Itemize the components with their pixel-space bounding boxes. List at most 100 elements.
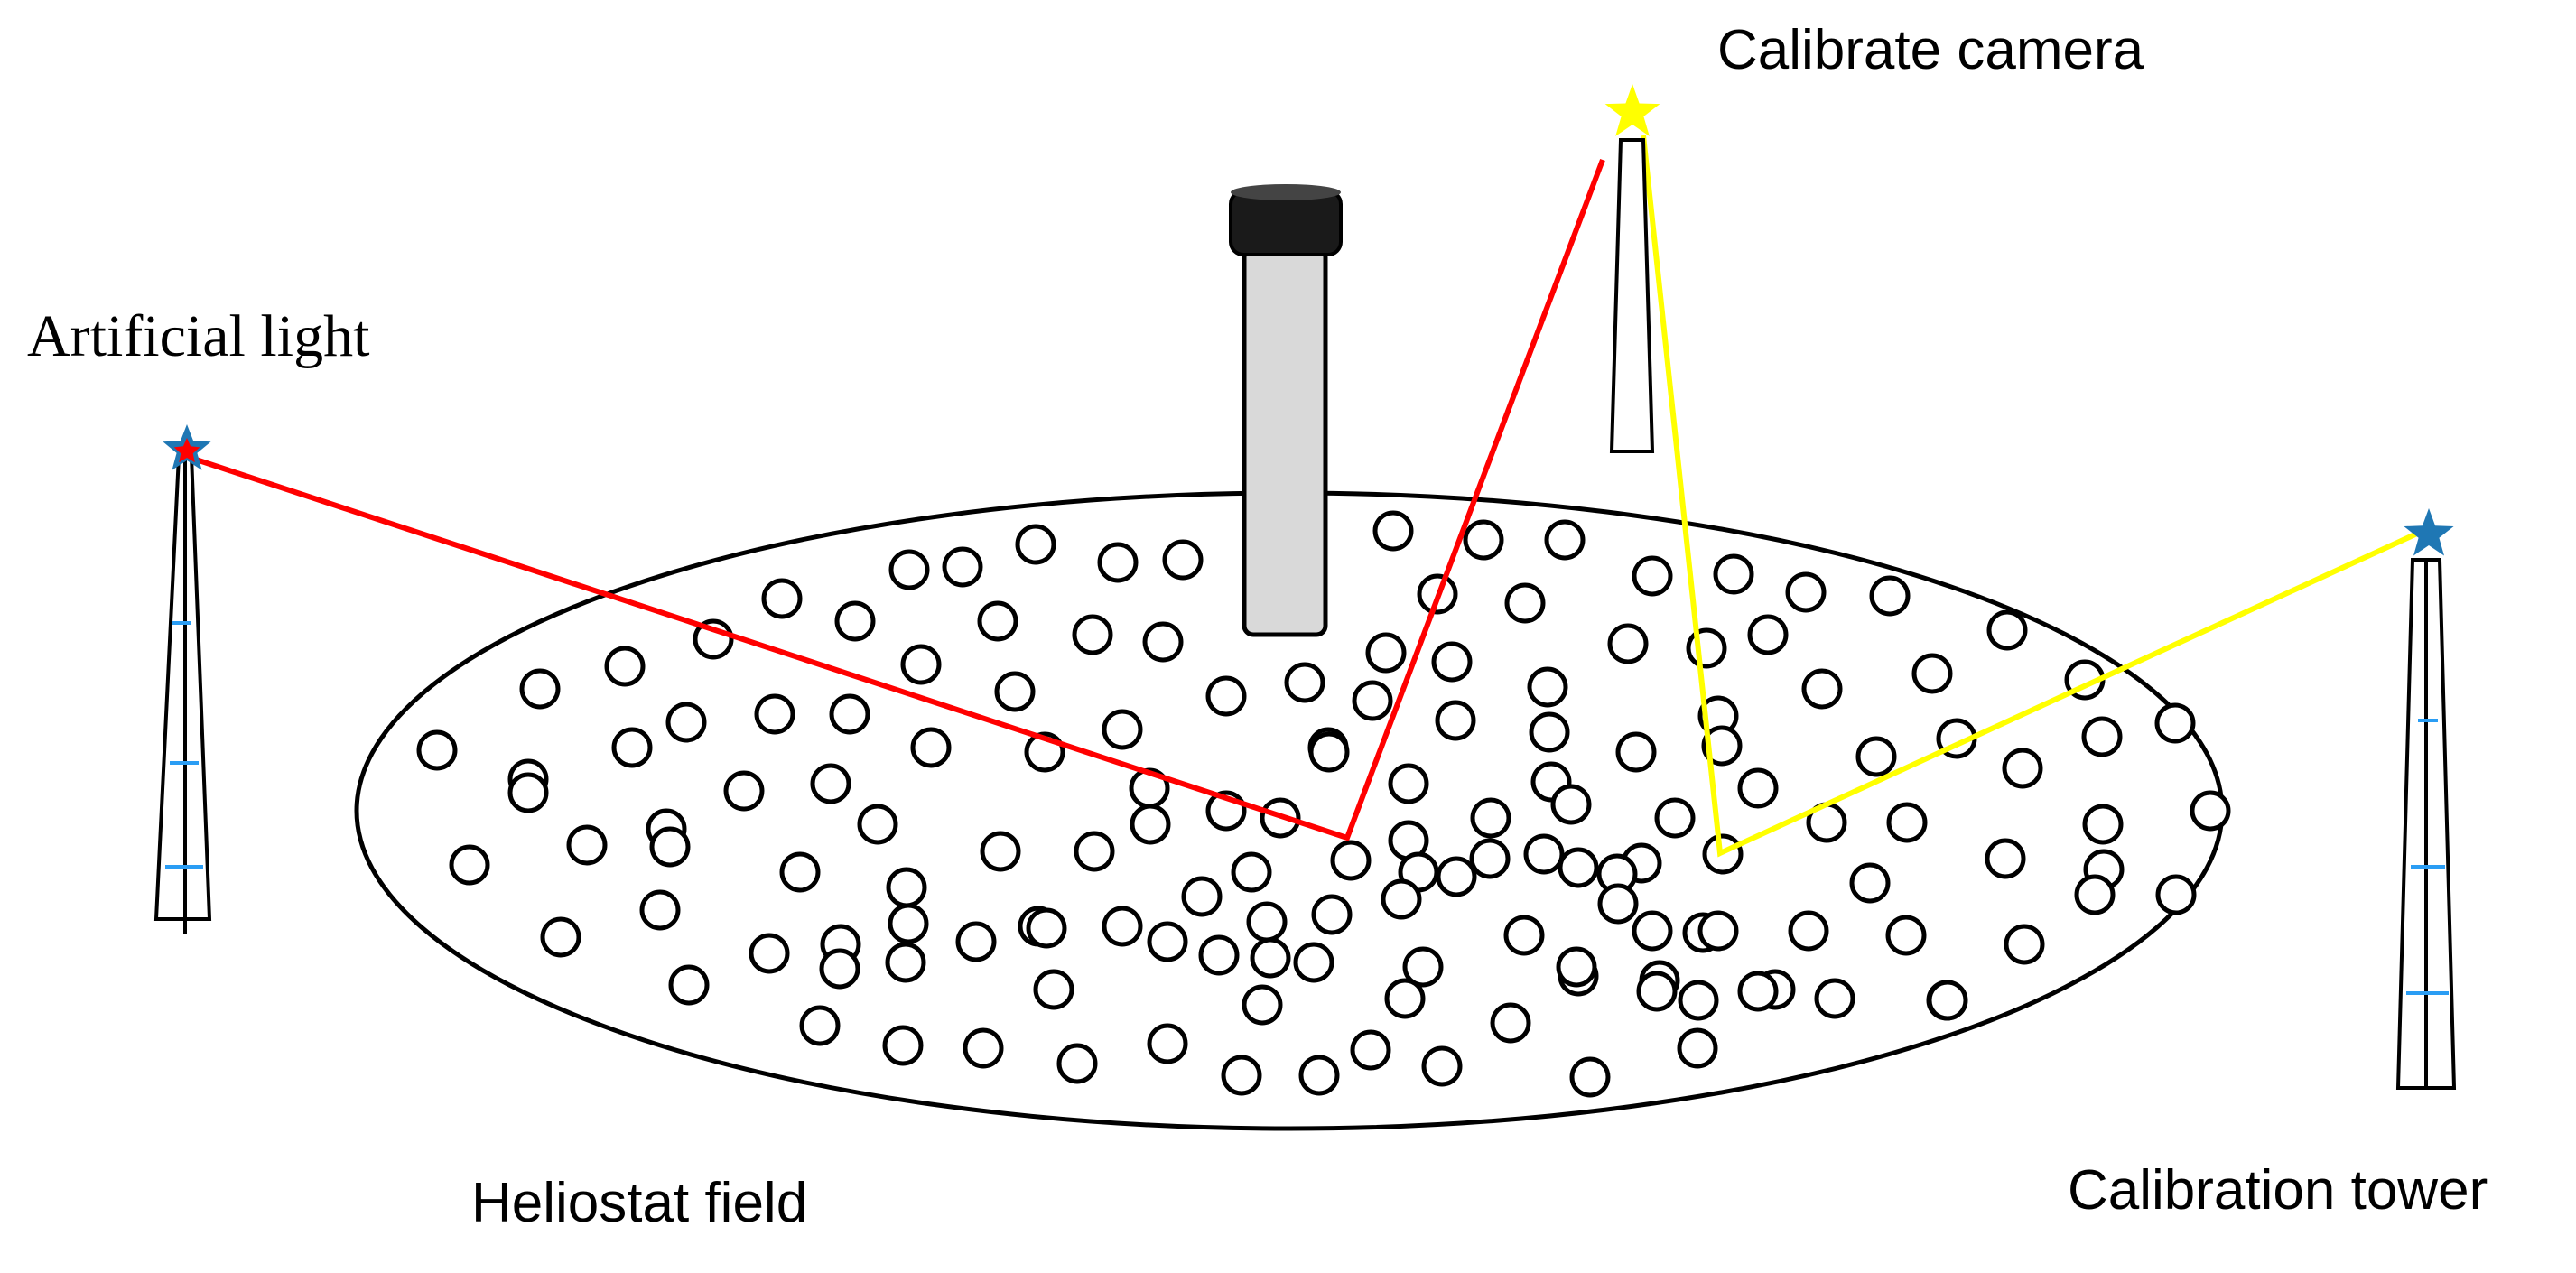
heliostat-circle (1523, 833, 1565, 875)
heliostat-circle (888, 903, 929, 944)
heliostat-circle (1747, 614, 1789, 655)
heliostat-circle (507, 772, 549, 813)
heliostat-circle (1558, 847, 1599, 888)
heliostat-circle (1142, 621, 1184, 663)
heliostat-circle (1381, 878, 1422, 920)
heliostat-circle (1181, 876, 1223, 917)
heliostat-circle (1544, 519, 1586, 561)
heliostat-circle (1550, 784, 1592, 825)
heliostat-circle (779, 851, 821, 893)
heliostat-circle (1927, 980, 1968, 1021)
heliostat-circle (1849, 862, 1891, 904)
heliostat-circle (977, 600, 1018, 642)
heliostat-circle (829, 693, 870, 735)
heliostat-circle (1529, 711, 1570, 753)
heliostat-circle (1205, 675, 1247, 717)
heliostat-circle (1384, 978, 1426, 1019)
heliostat-circle (1221, 1055, 1262, 1096)
heliostat-circle (2074, 874, 2116, 915)
heliostat-circle (1298, 1055, 1340, 1096)
heliostat-circle (1677, 1027, 1718, 1069)
heliostat-circle (1198, 934, 1240, 976)
heliostat-circle (1678, 980, 1719, 1021)
heliostat-circle (668, 964, 710, 1006)
heliostat-circle (1886, 802, 1928, 843)
heliostat-circle (1504, 582, 1546, 624)
heliostat-circle (1074, 831, 1115, 872)
blue-star-icon (2404, 508, 2454, 556)
heliostat-circle (1242, 984, 1283, 1026)
heliostat-circle (2155, 874, 2197, 915)
heliostat-circle (799, 1005, 841, 1046)
heliostat-circle (1569, 1056, 1611, 1098)
heliostat-circle (910, 727, 952, 768)
heliostat-circle (1597, 883, 1639, 925)
heliostat-circle (1686, 627, 1727, 669)
heliostat-circle (1607, 623, 1649, 664)
heliostat-circle (639, 889, 681, 931)
heliostat-circle (1246, 901, 1288, 943)
heliostat-circle (1352, 680, 1393, 721)
heliostat-circle (834, 600, 876, 642)
heliostat-circle (857, 804, 898, 845)
heliostat-circle (1737, 767, 1779, 809)
heliostat-circle (1056, 1043, 1098, 1084)
heliostat-circle (2004, 924, 2045, 965)
heliostat-circle (1469, 838, 1511, 879)
heliostat-circle (1311, 894, 1353, 935)
heliostat-circle (1986, 609, 2028, 651)
heliostat-circle (1855, 736, 1897, 777)
heliostat-circle (1788, 910, 1829, 952)
heliostat-circle (1421, 1045, 1463, 1087)
heliostat-circle (2190, 790, 2231, 832)
heliostat-circle (1388, 763, 1429, 804)
heliostat-circle (1737, 971, 1779, 1012)
heliostat-circle (1636, 971, 1678, 1012)
heliostat-circle (1102, 906, 1143, 947)
heliostat-circle (749, 933, 790, 974)
heliostat-circle (1097, 542, 1139, 583)
heliostat-circle (1250, 937, 1291, 979)
heliostat-circle (449, 844, 490, 886)
heliostat-circle (2154, 702, 2196, 744)
heliostat-circle (942, 546, 983, 588)
heliostat-circle (1869, 575, 1911, 617)
heliostat-circle (1470, 797, 1511, 839)
heliostat-circle (1350, 1029, 1391, 1071)
heliostat-circle (1365, 632, 1407, 674)
heliostat-circle (1503, 915, 1545, 956)
red-beam-path (184, 158, 1605, 841)
heliostat-circle (1330, 840, 1372, 881)
heliostat-circle (1130, 804, 1171, 845)
heliostat-circle (1072, 614, 1113, 655)
heliostat-circle (1985, 838, 2026, 879)
heliostat-circle (888, 549, 930, 590)
yellow-star-icon (1604, 84, 1660, 136)
calibrate-camera-label: Calibrate camera (1717, 19, 2144, 81)
artificial-light-label: Artificial light (27, 303, 370, 369)
heliostat-circle (1026, 907, 1067, 949)
heliostat-circle (1701, 725, 1743, 767)
calibrate-camera-tower (1609, 138, 1655, 453)
heliostat-circle (1615, 731, 1657, 773)
heliostat-circle (1015, 524, 1056, 565)
heliostat-circle (1436, 856, 1477, 897)
heliostat-circle (1713, 553, 1754, 595)
heliostat-circle (566, 824, 608, 866)
heliostat-circle (604, 646, 646, 687)
calibration-tower-label: Calibration tower (2068, 1159, 2488, 1222)
blue-star-with-red-center-icon (163, 424, 211, 470)
heliostat-circle (819, 948, 860, 990)
heliostat-circle (1490, 1002, 1531, 1044)
heliostat-circle (754, 693, 795, 735)
heliostat-circle (1632, 555, 1673, 597)
heliostat-circle (665, 702, 707, 743)
heliostat-group (416, 510, 2231, 1098)
heliostat-circle (1801, 668, 1843, 710)
heliostat-circle (994, 671, 1036, 712)
heliostat-circle (886, 867, 927, 908)
heliostat-circle (1435, 700, 1476, 741)
heliostat-circle (1372, 510, 1414, 552)
heliostat-circle (519, 668, 561, 710)
